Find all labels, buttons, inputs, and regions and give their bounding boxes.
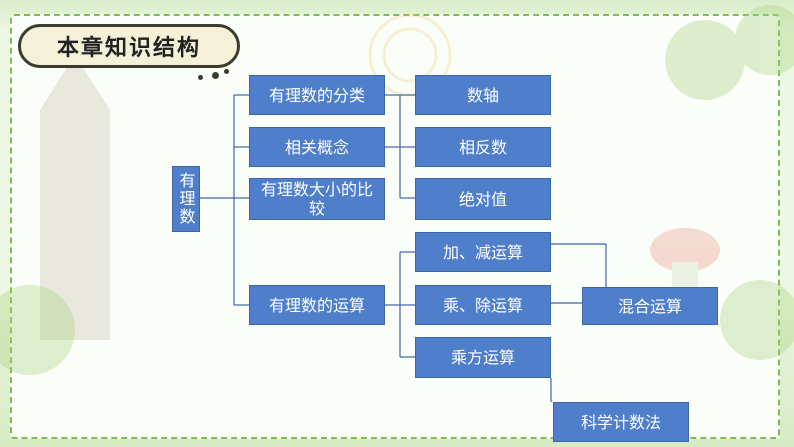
tree-decoration	[0, 5, 794, 375]
content-panel	[10, 14, 780, 439]
banner-dot	[224, 69, 229, 74]
node-number-line: 数轴	[415, 75, 551, 115]
banner-dot	[198, 75, 203, 80]
node-comparison: 有理数大小的比较	[249, 178, 385, 220]
node-add-subtract: 加、减运算	[415, 232, 551, 272]
node-operations: 有理数的运算	[249, 285, 385, 325]
node-multiply-divide: 乘、除运算	[415, 285, 551, 325]
page-title: 本章知识结构	[56, 36, 201, 61]
title-banner: 本章知识结构	[18, 24, 240, 68]
node-absolute-value: 绝对值	[415, 178, 551, 220]
node-related-concepts: 相关概念	[249, 127, 385, 167]
banner-dot	[212, 72, 219, 79]
node-power: 乘方运算	[415, 337, 551, 378]
root-node: 有理数	[172, 166, 200, 232]
tower-decoration	[40, 55, 110, 340]
node-mixed-operations: 混合运算	[582, 287, 718, 325]
node-opposite-number: 相反数	[415, 127, 551, 167]
node-classification: 有理数的分类	[249, 75, 385, 115]
node-scientific-notation: 科学计数法	[553, 402, 689, 442]
